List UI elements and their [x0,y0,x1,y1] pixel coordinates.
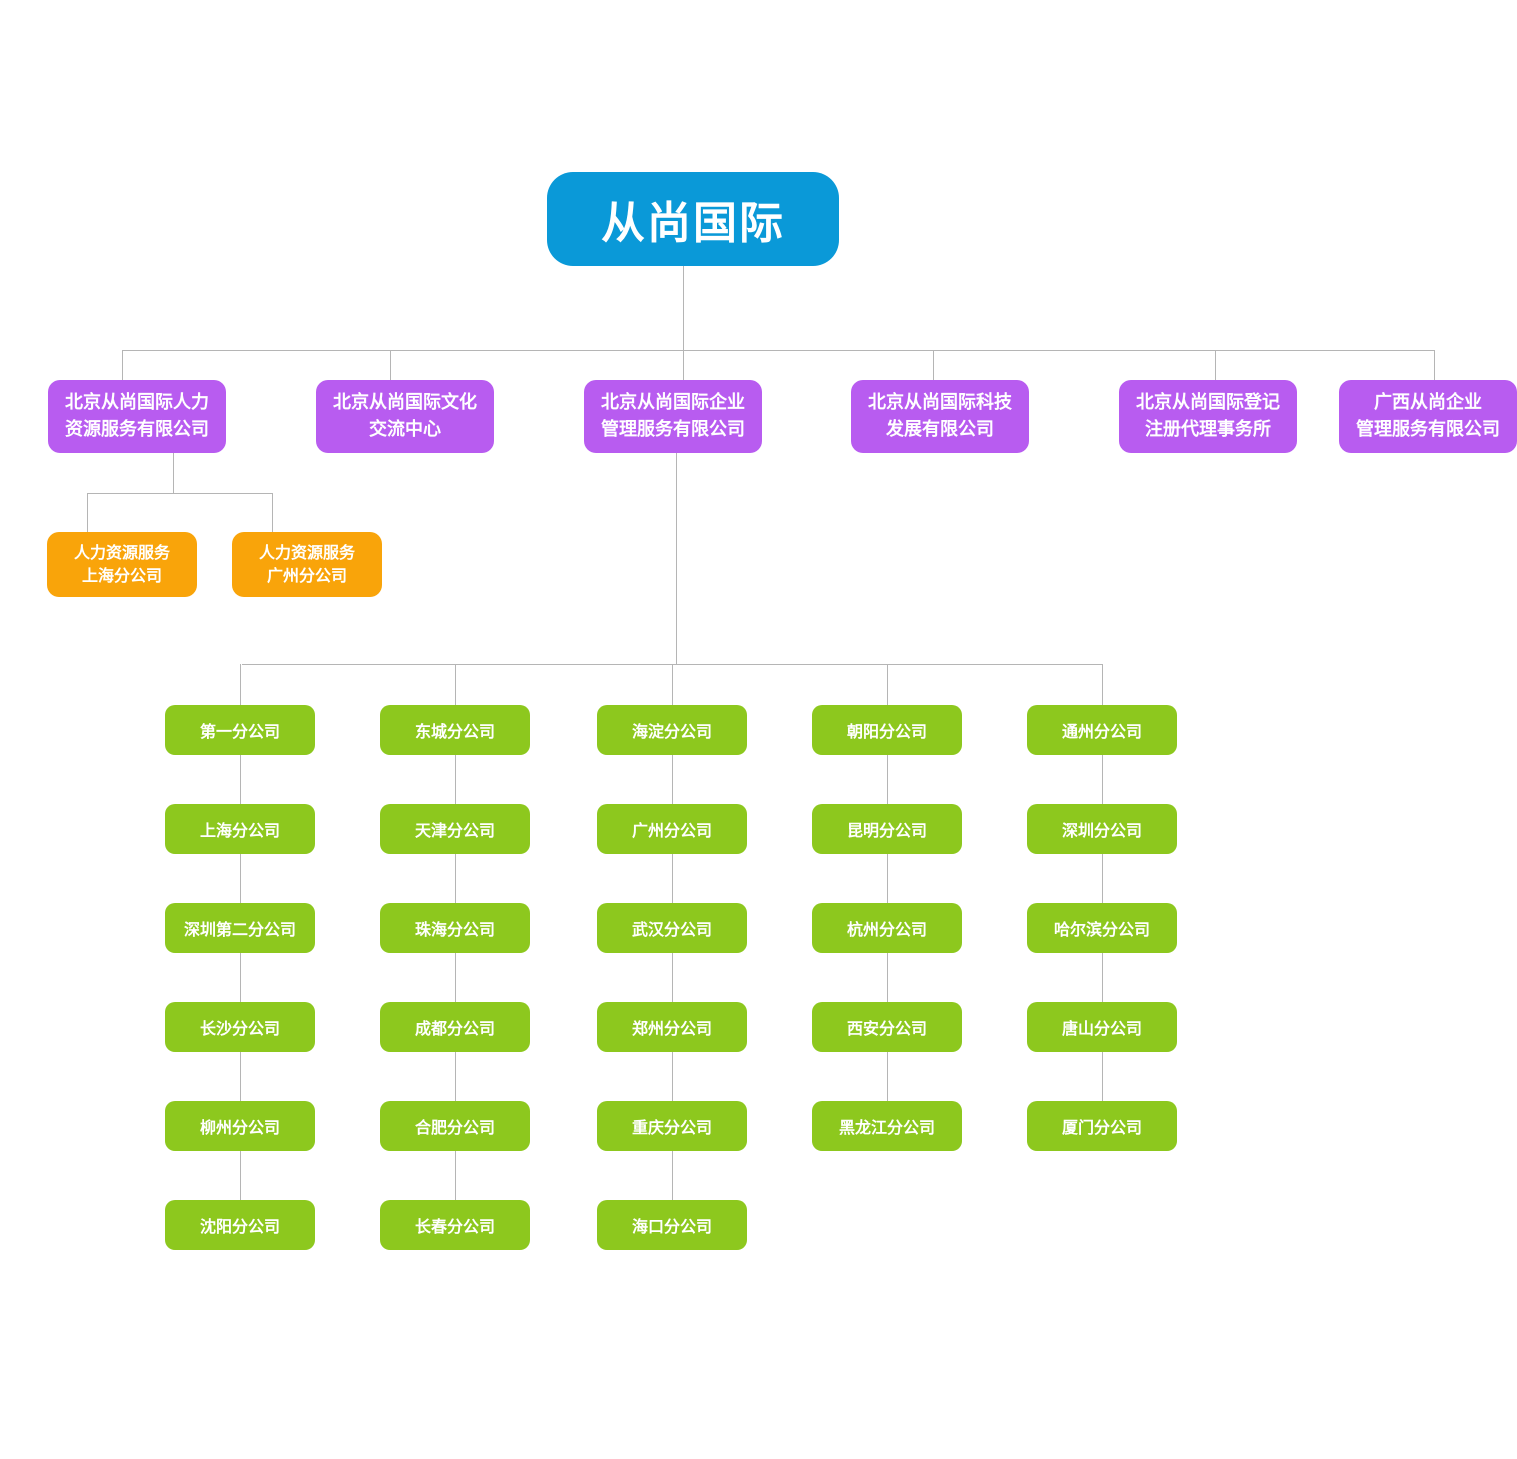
org-node-branch: 郑州分公司 [597,1002,747,1052]
connector-line [455,664,456,705]
org-node-branch: 上海分公司 [165,804,315,854]
connector-line [455,1052,456,1101]
connector-line [272,493,273,532]
connector-line [887,1052,888,1101]
connector-line [455,755,456,804]
org-node-branch: 武汉分公司 [597,903,747,953]
connector-line [122,350,123,380]
org-node-subsidiary: 北京从尚国际企业 管理服务有限公司 [584,380,762,453]
org-node-branch: 厦门分公司 [1027,1101,1177,1151]
connector-line [683,266,684,350]
connector-line [672,1052,673,1101]
connector-line [887,755,888,804]
connector-line [1102,953,1103,1002]
org-node-branch: 哈尔滨分公司 [1027,903,1177,953]
org-node-subsidiary: 北京从尚国际登记 注册代理事务所 [1119,380,1297,453]
connector-line [887,664,888,705]
org-node-branch: 黑龙江分公司 [812,1101,962,1151]
connector-line [683,350,684,380]
org-node-branch: 西安分公司 [812,1002,962,1052]
org-node-branch: 广州分公司 [597,804,747,854]
org-node-branch: 重庆分公司 [597,1101,747,1151]
connector-line [887,854,888,903]
org-node-hr-branch: 人力资源服务 广州分公司 [232,532,382,597]
org-node-branch: 长沙分公司 [165,1002,315,1052]
connector-line [390,350,391,380]
connector-line [1102,664,1103,705]
org-node-branch: 东城分公司 [380,705,530,755]
org-node-branch: 第一分公司 [165,705,315,755]
org-node-branch: 天津分公司 [380,804,530,854]
org-node-branch: 深圳第二分公司 [165,903,315,953]
connector-line [672,664,673,705]
org-node-branch: 成都分公司 [380,1002,530,1052]
org-node-branch: 通州分公司 [1027,705,1177,755]
org-node-branch: 沈阳分公司 [165,1200,315,1250]
connector-line [1102,854,1103,903]
org-node-subsidiary: 北京从尚国际科技 发展有限公司 [851,380,1029,453]
org-node-branch: 长春分公司 [380,1200,530,1250]
org-node-subsidiary: 北京从尚国际人力 资源服务有限公司 [48,380,226,453]
org-node-branch: 杭州分公司 [812,903,962,953]
connector-line [240,664,241,705]
connector-line [87,493,88,532]
connector-line [240,854,241,903]
connector-line [122,350,1435,351]
org-node-branch: 珠海分公司 [380,903,530,953]
org-root-node: 从尚国际 [547,172,839,266]
connector-line [933,350,934,380]
org-node-branch: 合肥分公司 [380,1101,530,1151]
connector-line [1215,350,1216,380]
org-node-branch: 深圳分公司 [1027,804,1177,854]
org-node-branch: 柳州分公司 [165,1101,315,1151]
org-node-branch: 海口分公司 [597,1200,747,1250]
org-node-branch: 朝阳分公司 [812,705,962,755]
org-node-subsidiary: 广西从尚企业 管理服务有限公司 [1339,380,1517,453]
org-node-branch: 海淀分公司 [597,705,747,755]
connector-line [887,953,888,1002]
connector-line [672,953,673,1002]
connector-line [1102,755,1103,804]
org-node-hr-branch: 人力资源服务 上海分公司 [47,532,197,597]
org-node-branch: 唐山分公司 [1027,1002,1177,1052]
connector-line [672,755,673,804]
org-node-subsidiary: 北京从尚国际文化 交流中心 [316,380,494,453]
connector-line [240,755,241,804]
connector-line [240,1052,241,1101]
org-node-branch: 昆明分公司 [812,804,962,854]
connector-line [455,854,456,903]
connector-line [676,453,677,664]
connector-line [240,953,241,1002]
connector-line [1434,350,1435,380]
connector-line [1102,1052,1103,1101]
connector-line [455,1151,456,1200]
connector-line [173,453,174,493]
connector-line [672,854,673,903]
connector-line [240,1151,241,1200]
connector-line [87,493,272,494]
connector-line [455,953,456,1002]
connector-line [672,1151,673,1200]
